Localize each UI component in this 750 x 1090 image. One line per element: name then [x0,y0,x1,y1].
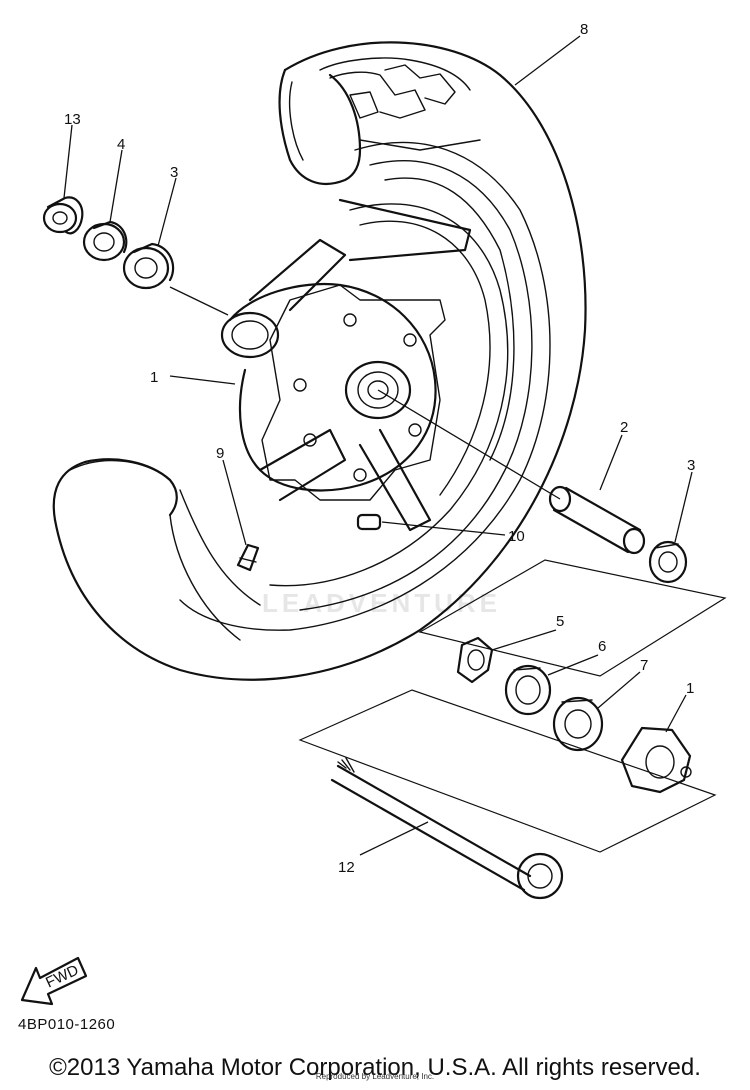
watermark: LEADVENTURE [262,588,501,618]
reproduced-note: Reproduced by Leadventure, Inc. [315,1072,435,1081]
callout-3-bearing-left: 3 [170,164,178,181]
tire-drawing [52,41,587,681]
oil-seal-6-drawing [504,664,552,716]
callout-13-hub-collar: 13 [64,111,81,128]
spacer-2-drawing [548,485,646,555]
callout-4-oil-seal: 4 [117,136,125,153]
callout-1-meter-gear-unit: 1 [686,680,694,697]
wheel-axle-12-drawing [330,757,564,900]
callout-7-bearing: 7 [640,657,648,674]
forward-arrow-icon: FWD [20,956,88,1006]
callout-10-balance-weight: 10 [508,528,525,545]
callout-12-wheel-axle: 12 [338,859,355,876]
hub-collar-13-drawing [42,196,84,235]
drawing-code: 4BP010-1260 [18,1016,116,1033]
callout-6-oil-seal: 6 [598,638,606,655]
cast-wheel-drawing [220,198,509,587]
callout-3-bearing-right: 3 [687,457,695,474]
assembly-box-bottom [298,689,717,853]
balance-weight-drawing [356,513,382,531]
oil-seal-4-drawing [82,220,128,262]
meter-gear-unit-drawing [620,726,692,794]
callout-2-spacer: 2 [620,419,628,436]
copyright-notice: ©2013 Yamaha Motor Corporation, U.S.A. A… [49,1054,701,1081]
valve-drawing [236,543,260,572]
bearing-7-drawing [552,696,604,752]
callout-1-cast-wheel: 1 [150,369,158,386]
assembly-box-right [418,559,727,677]
leader-lines [63,35,693,856]
callout-9-valve: 9 [216,445,224,462]
gear-retainer-5-drawing [456,636,494,684]
bearing-3-right-drawing [648,540,688,584]
bearing-3-left-drawing [122,242,175,290]
callout-5-gear-retainer: 5 [556,613,564,630]
callout-8-tire: 8 [580,21,588,38]
